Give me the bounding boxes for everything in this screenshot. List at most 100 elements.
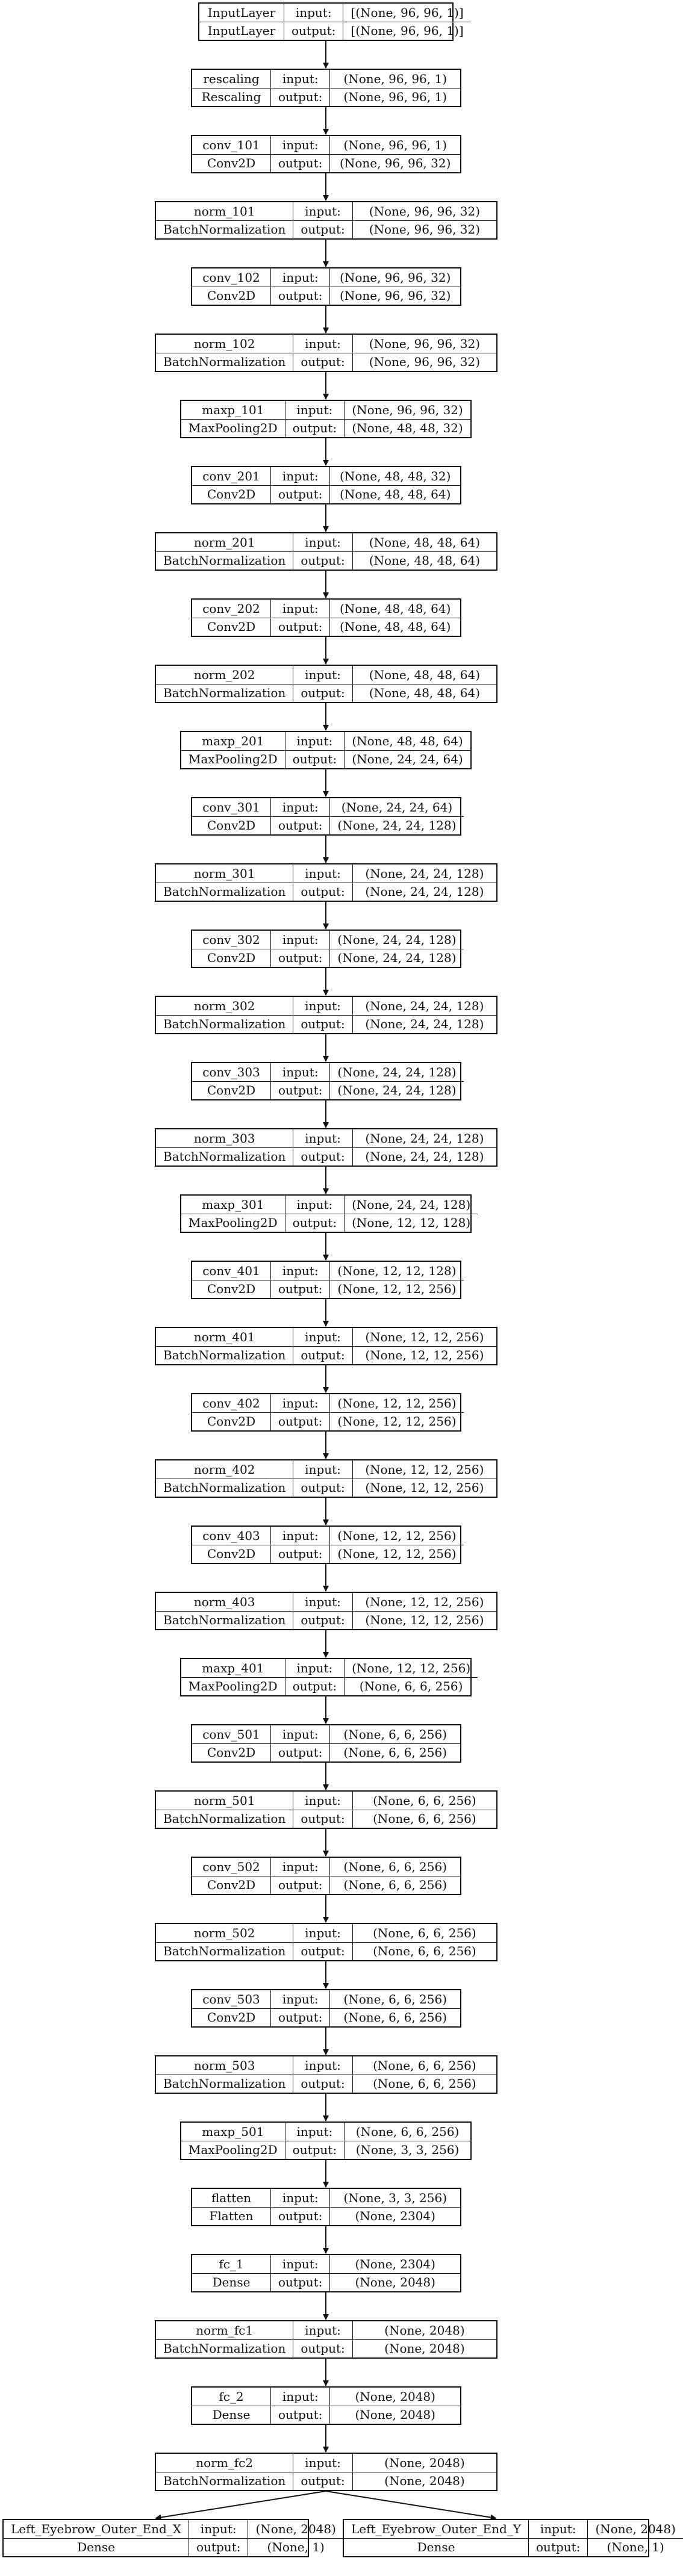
output-label: output: [293,1941,352,1961]
output-label: output: [285,418,345,438]
output-label: output: [271,485,330,504]
input-shape: (None, 24, 24, 128) [365,866,484,881]
output-shape: (None, 2048) [352,2471,496,2491]
input-label: input: [540,2521,576,2536]
layer-type: Dense [192,2273,270,2292]
input-shape: (None, 2048) [384,2323,465,2338]
layer-type: MaxPooling2D [181,1213,285,1232]
output-label: output: [271,1279,330,1299]
output-label: output: [271,154,330,173]
input-shape: (None, 24, 24, 128) [352,1197,471,1212]
layer-type: BatchNormalization [156,1941,293,1961]
input-shape: (None, 96, 96, 32) [352,402,463,417]
input-label: input: [296,402,333,417]
output-shape: (None, 96, 96, 32) [330,154,460,173]
output-shape: (None, 12, 12, 256) [330,1412,464,1431]
input-shape: (None, 12, 12, 256) [337,1528,457,1543]
layer-name: norm_102 [193,336,255,351]
input-label: input: [282,1064,319,1079]
input-label: input: [282,71,319,86]
layer-name: maxp_501 [202,2124,264,2139]
layer-name: norm_403 [193,1594,255,1609]
input-shape: (None, 48, 48, 32) [340,468,451,483]
output-label: output: [271,1875,330,1895]
layer-name: maxp_401 [202,1660,264,1675]
layer-name: norm_503 [193,2058,255,2073]
layer-name: conv_303 [202,1064,260,1079]
output-label: output: [293,882,352,901]
layer-name: norm_fc1 [196,2323,254,2338]
layer-type: MaxPooling2D [181,1677,285,1696]
output-label: output: [293,2339,352,2358]
input-shape: (None, 24, 24, 128) [337,932,457,947]
input-label: input: [305,667,341,682]
output-label: output: [271,1743,330,1762]
layer-type: Conv2D [192,2008,270,2027]
layer-name: conv_403 [202,1528,260,1543]
input-label: input: [282,1727,319,1742]
layer-type: Conv2D [192,1743,270,1762]
input-shape: (None, 6, 6, 256) [343,1727,448,1742]
edge-arrow [325,2491,497,2521]
layer-type: BatchNormalization [156,683,293,703]
layer-type: Conv2D [192,286,270,305]
layer-name: Left_Eyebrow_Outer_End_X [11,2521,182,2536]
layer-type: MaxPooling2D [181,2140,285,2159]
output-shape: (None, 24, 24, 128) [330,948,464,967]
layer-type: Dense [344,2537,529,2557]
layer-name: fc_2 [219,2389,244,2404]
layer-type: BatchNormalization [156,1478,293,1497]
output-shape: (None, 24, 24, 64) [345,750,470,769]
layer-name: conv_503 [202,1991,260,2006]
output-label: output: [271,2008,330,2027]
layer-type: Conv2D [192,1544,270,1563]
input-label: input: [305,1925,341,1940]
input-shape: (None, 96, 96, 32) [340,270,451,285]
input-shape: (None, 48, 48, 64) [340,601,451,616]
output-label: output: [189,2537,248,2557]
layer-name: norm_502 [193,1925,255,1940]
output-shape: (None, 6, 6, 256) [352,2074,496,2093]
output-shape: (None, 48, 48, 32) [345,418,470,438]
input-label: input: [282,601,319,616]
layer-type: Conv2D [192,617,270,636]
layer-type: Conv2D [192,1412,270,1431]
output-label: output: [293,2471,352,2491]
layer-type: BatchNormalization [156,882,293,901]
input-shape: (None, 48, 48, 64) [369,535,481,550]
output-label: output: [271,1081,330,1100]
output-label: output: [285,750,345,769]
output-shape: (None, 12, 12, 256) [352,1478,496,1497]
input-label: input: [282,1991,319,2006]
layer-name: flatten [211,2190,252,2205]
layer-name: norm_302 [193,998,255,1013]
layer-type: BatchNormalization [156,220,293,239]
input-label: input: [282,1395,319,1411]
layer-name: maxp_301 [202,1197,264,1212]
layer-name: conv_201 [202,468,260,483]
input-label: input: [305,1462,341,1477]
output-label: output: [271,2206,330,2226]
input-label: input: [282,1859,319,1874]
layer-name: conv_402 [202,1395,260,1411]
output-shape: (None, 12, 12, 256) [352,1345,496,1365]
input-shape: (None, 96, 96, 1) [343,137,448,152]
input-shape: (None, 12, 12, 128) [337,1263,457,1278]
layer-type: Conv2D [192,816,270,835]
output-shape: (None, 96, 96, 32) [352,220,496,239]
output-shape: (None, 12, 12, 256) [330,1544,464,1563]
